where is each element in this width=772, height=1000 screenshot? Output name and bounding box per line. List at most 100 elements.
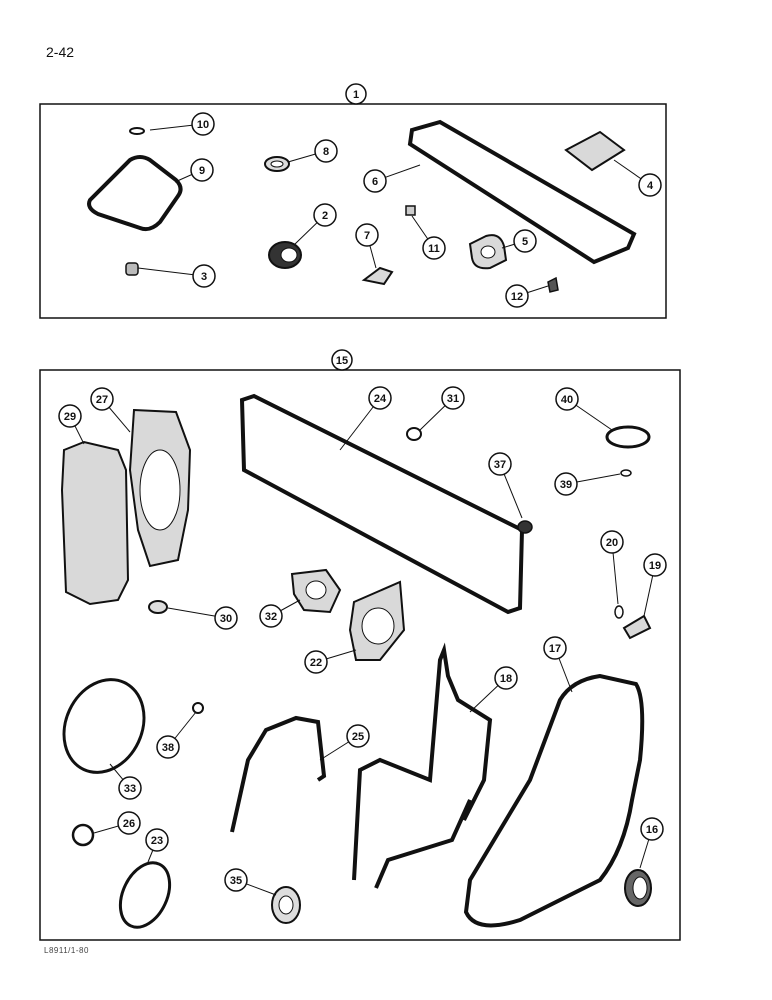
figure-code: L8911/1-80 [44,946,89,955]
callout-circle-23 [145,828,169,852]
callout-label-17: 17 [549,643,561,655]
part-3-plug [125,262,139,276]
callout-label-11: 11 [428,243,440,255]
callout-circle-10 [191,112,215,136]
callout-circle-35 [224,868,248,892]
callout-label-32: 32 [265,611,277,623]
callout-circle-3 [192,264,216,288]
callout-circle-4 [638,173,662,197]
callout-6: 6 [363,169,387,193]
callout-10: 10 [191,112,215,136]
part-6-long-gasket [407,119,637,265]
callout-circle-17 [543,636,567,660]
callout-29: 29 [58,404,82,428]
callout-label-37: 37 [494,459,506,471]
part-11-nut [405,205,416,216]
part-33-large-o-ring [62,678,146,774]
callout-26: 26 [117,811,141,835]
callout-label-10: 10 [197,119,209,131]
callout-label-4: 4 [647,180,654,192]
callout-label-5: 5 [522,236,528,248]
callout-circle-25 [346,724,370,748]
callout-2: 2 [313,203,337,227]
callout-circle-39 [554,472,578,496]
callout-27: 27 [90,387,114,411]
callout-3: 3 [192,264,216,288]
callout-label-7: 7 [364,230,370,242]
callout-label-31: 31 [447,393,459,405]
callout-24: 24 [368,386,392,410]
part-17-cover-gasket [463,673,645,928]
page-number: 2-42 [46,44,75,60]
callout-40: 40 [555,387,579,411]
callout-circle-6 [363,169,387,193]
callout-circle-29 [58,404,82,428]
callout-circle-2 [313,203,337,227]
callout-label-19: 19 [649,560,661,572]
callout-circle-22 [304,650,328,674]
callout-11: 11 [422,236,446,260]
callout-18: 18 [494,666,518,690]
callout-label-2: 2 [322,210,328,222]
callout-circle-11 [422,236,446,260]
callout-circle-16 [640,817,664,841]
callout-circle-19 [643,553,667,577]
callout-circle-33 [118,776,142,800]
callout-label-38: 38 [162,742,174,754]
part-37-seal [517,520,533,534]
callout-label-26: 26 [123,818,135,830]
part-24-oil-pan-gasket [239,393,525,615]
callout-16: 16 [640,817,664,841]
part-26-seal-ring [71,823,95,847]
part-31-o-ring [406,427,422,441]
callout-12: 12 [505,284,529,308]
part-19-gasket [622,614,652,640]
part-4-exhaust-gasket [564,130,626,172]
part-23-o-ring [118,861,172,929]
callout-37: 37 [488,452,512,476]
callout-5: 5 [513,229,537,253]
callout-25: 25 [346,724,370,748]
part-9-valve-cover-gasket [87,155,183,232]
callout-circle-26 [117,811,141,835]
callout-label-22: 22 [310,657,322,669]
callout-circle-20 [600,530,624,554]
callout-circle-12 [505,284,529,308]
panel-callout-15: 15 [331,349,353,371]
callout-22: 22 [304,650,328,674]
callout-17: 17 [543,636,567,660]
callout-35: 35 [224,868,248,892]
callout-label-40: 40 [561,394,573,406]
callout-circle-5 [513,229,537,253]
part-38-ring [192,702,204,714]
callout-label-27: 27 [96,394,108,406]
callout-circle-40 [555,387,579,411]
callout-label-12: 12 [511,291,523,303]
panel-callout-1: 1 [345,83,367,105]
part-10-o-ring [129,127,145,135]
panel-bottom-frame [39,369,681,941]
part-12-clip [547,276,559,293]
callout-circle-38 [156,735,180,759]
callout-label-35: 35 [230,875,242,887]
callout-label-6: 6 [372,176,378,188]
callout-circle-32 [259,604,283,628]
callout-4: 4 [638,173,662,197]
callout-label-20: 20 [606,537,618,549]
part-25-timing-cover-gasket [230,715,327,833]
callout-circle-18 [494,666,518,690]
panel-top-frame [39,103,667,319]
callout-label-23: 23 [151,835,163,847]
part-18-gear-housing-gasket [352,642,493,889]
callout-label-24: 24 [374,393,387,405]
part-39-small-o-ring [620,469,632,477]
callout-circle-31 [441,386,465,410]
callout-label-29: 29 [64,411,76,423]
part-20-o-ring [614,605,624,619]
callout-33: 33 [118,776,142,800]
callout-39: 39 [554,472,578,496]
callout-label-3: 3 [201,271,207,283]
callout-8: 8 [314,139,338,163]
